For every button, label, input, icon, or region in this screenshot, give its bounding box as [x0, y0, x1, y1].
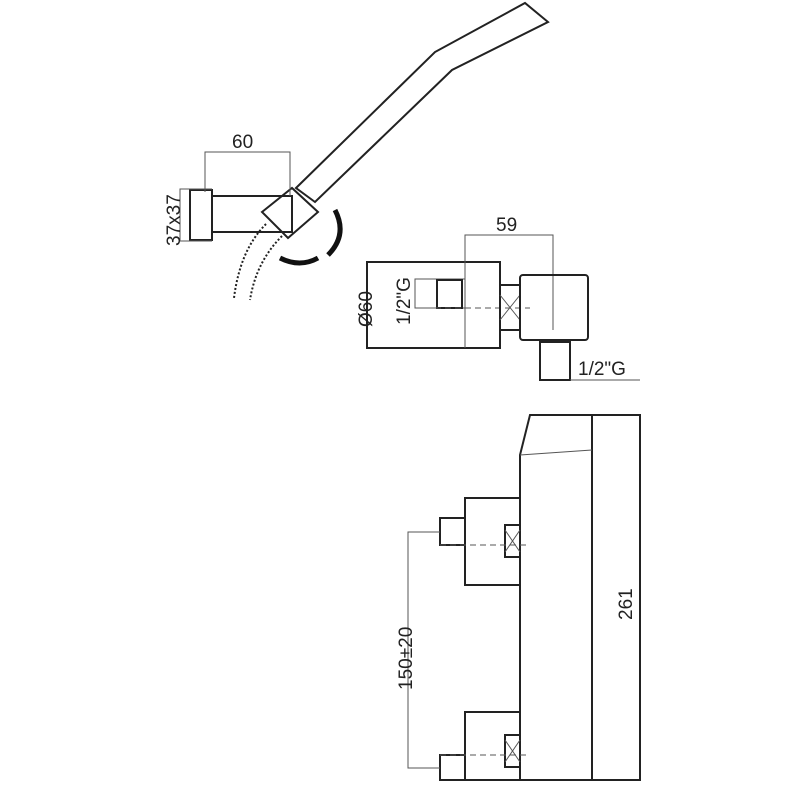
nut-cross	[499, 294, 521, 321]
dim-37x37-line	[179, 188, 212, 242]
rotation-arrow-icon	[278, 255, 320, 266]
rotation-arrow-icon	[326, 208, 343, 257]
inlet-label: 1/2"G	[394, 277, 415, 325]
eccentric-nut	[439, 517, 466, 546]
nut-cross	[504, 739, 521, 763]
shower-holder	[260, 186, 320, 240]
body-top-edge	[519, 449, 593, 456]
upper-connector	[439, 497, 530, 586]
eccentric-flange	[464, 711, 521, 781]
top-view: 59 1/2"G Ø60 1/2"G	[356, 215, 640, 381]
bracket-arm	[211, 195, 293, 233]
wall-flange	[366, 261, 501, 349]
inlet-connector	[414, 278, 466, 309]
dim-59-label: 59	[496, 215, 517, 236]
wall-plate	[189, 189, 213, 241]
mixer-body	[519, 414, 593, 781]
outlet	[539, 341, 571, 381]
dim-59-line	[464, 234, 554, 348]
dim-150-label: 150±20	[396, 627, 417, 690]
nut-cross	[504, 529, 521, 553]
dim-261-label: 261	[616, 588, 637, 620]
dim-37x37-label: 37x37	[164, 194, 185, 246]
dim-150-line	[407, 531, 440, 769]
diameter-label: Ø60	[356, 291, 377, 327]
nut	[504, 734, 521, 768]
nut	[504, 524, 521, 558]
mixer-body-top	[519, 274, 589, 341]
eccentric-nut	[439, 754, 466, 781]
outlet-label: 1/2"G	[578, 359, 626, 380]
hand-shower-view: 60 37x37	[164, 1, 550, 301]
dim-60-line	[204, 151, 291, 196]
shower-hose	[233, 223, 283, 301]
mixer-side	[591, 414, 641, 781]
inlet-nut	[436, 279, 463, 309]
dim-60-label: 60	[232, 132, 253, 153]
lower-connector	[439, 711, 530, 781]
shower-handle	[294, 1, 550, 204]
front-view: 261 150±20	[396, 414, 641, 781]
